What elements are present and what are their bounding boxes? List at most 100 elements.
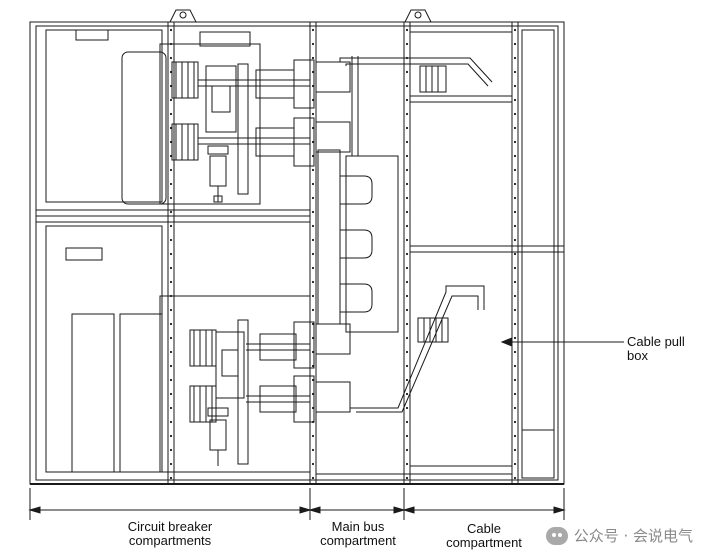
rivet-dot [405,364,409,368]
rivet-dot [405,182,409,186]
watermark: 公众号 · 会说电气 [545,525,693,546]
rivet-dot [513,182,517,186]
enclosure-frame [29,21,565,485]
rivet-dot [169,210,173,214]
cable-pull-box-label: Cable pull box [627,335,685,363]
rivet-dot [169,266,173,270]
rivet-dot [405,70,409,74]
rivet-dot [405,154,409,158]
rivet-dot [513,434,517,438]
rivet-dot [513,112,517,116]
rivet-dot [513,448,517,452]
rivet-dot [311,56,315,60]
rivet-dot [405,406,409,410]
rivet-dot [169,322,173,326]
cable-line2: compartment [446,535,522,550]
rivet-dot [405,84,409,88]
rivet-dot [169,476,173,480]
rivet-dot [169,434,173,438]
rivet-dot [405,126,409,130]
cable-pull-box-line2: box [627,348,648,363]
rivet-dot [311,28,315,32]
rivet-dot [405,378,409,382]
rivet-dot [405,112,409,116]
rivet-dot [311,462,315,466]
rivet-dot [169,308,173,312]
rivet-dot [169,112,173,116]
wechat-icon [545,526,568,545]
cable-pull-box-line1: Cable pull [627,334,685,349]
rivet-dot [311,210,315,214]
main-bus-line1: Main bus [331,519,385,534]
rivet-dot [513,392,517,396]
rivet-dot [513,476,517,480]
rivet-dot [405,280,409,284]
rivet-dot [513,42,517,46]
rivet-dot [513,462,517,466]
rivet-dot [311,224,315,228]
rivet-dot [513,210,517,214]
main-bus-bars [315,56,399,413]
rivet-dot [405,350,409,354]
rivet-dot [169,252,173,256]
rivet-dot [513,364,517,368]
rivet-dot [513,154,517,158]
rivet-dot [169,280,173,284]
rivet-dot [169,196,173,200]
rivet-dot [513,294,517,298]
circuit-breaker-label: Circuit breaker compartments [100,520,240,548]
rivet-dot [405,28,409,32]
rivet-dot [513,168,517,172]
circuit-breaker-line1: Circuit breaker [127,519,213,534]
rivet-dot [513,350,517,354]
rivet-dot [169,336,173,340]
circuit-breaker-line2: compartments [128,533,212,548]
rivet-dot [513,336,517,340]
rivet-dot [311,294,315,298]
rivet-dot [513,266,517,270]
cable-line1: Cable [467,521,501,536]
rivet-dot [311,168,315,172]
rivet-dot [513,238,517,242]
rivet-dot [169,392,173,396]
rivet-dot [169,350,173,354]
rivet-dot [405,98,409,102]
rivet-dot [513,322,517,326]
rivet-dot [513,378,517,382]
rivet-dot [169,28,173,32]
rivet-dot [169,364,173,368]
rivet-dot [169,56,173,60]
rivet-dot [405,434,409,438]
rivet-dot [311,42,315,46]
rivet-dot [311,196,315,200]
rivet-dot [169,448,173,452]
watermark-text: 公众号 · 会说电气 [573,527,693,545]
rivet-dot [405,336,409,340]
rivet-dot [405,420,409,424]
rivet-dot [405,42,409,46]
rivet-dot [405,308,409,312]
rivet-dot [405,462,409,466]
dimension-lines [28,488,566,520]
rivet-dot [513,420,517,424]
upper-circuit-breaker [45,29,315,205]
rivet-dot [513,98,517,102]
rivet-dot [513,28,517,32]
rivet-dot [513,140,517,144]
rivet-dot [513,308,517,312]
rivet-dot [311,238,315,242]
rivet-dot [405,238,409,242]
rivet-dot [169,378,173,382]
rivet-dot [169,168,173,172]
rivet-dot [405,168,409,172]
rivet-dot [311,266,315,270]
lower-circuit-breaker [45,225,315,473]
rivet-dot [405,476,409,480]
rivet-dot [169,420,173,424]
rivet-dot [311,448,315,452]
rivet-dot [169,238,173,242]
rivet-dot [311,280,315,284]
cable-connectors [339,57,493,413]
rivet-dot [513,252,517,256]
